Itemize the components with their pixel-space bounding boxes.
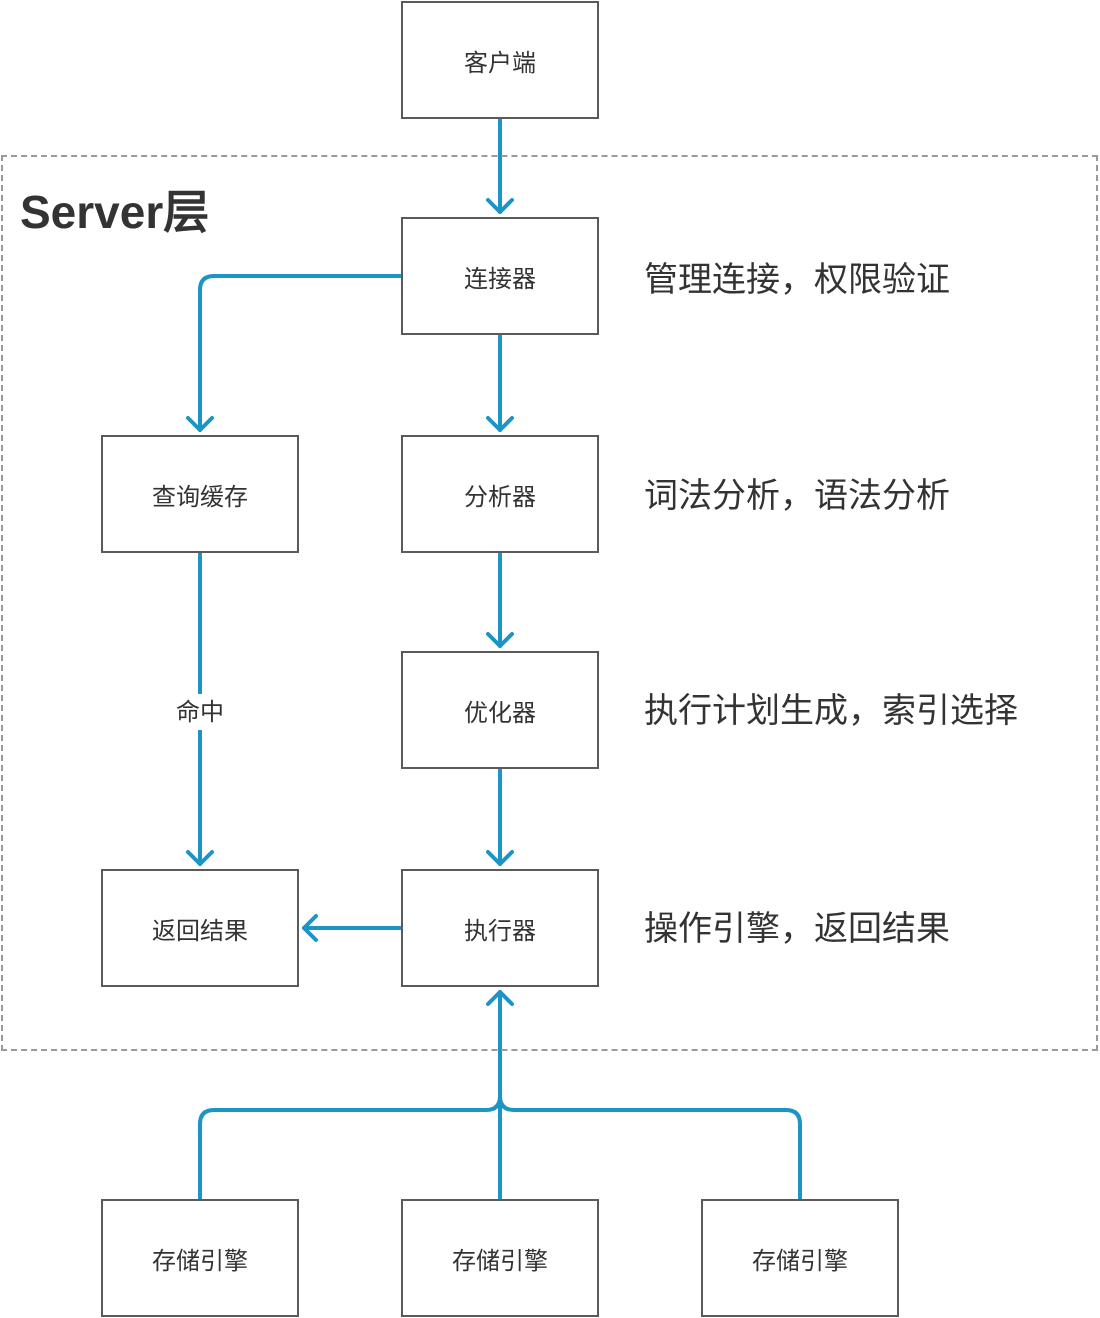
optimizer-note: 执行计划生成，索引选择	[644, 691, 1018, 731]
connector-note: 管理连接，权限验证	[644, 260, 950, 300]
storage-engine-box-1: 存储引擎	[101, 1199, 299, 1317]
server-layer-title: Server层	[20, 186, 210, 238]
storage-engine-box-3: 存储引擎	[701, 1199, 899, 1317]
arrowhead-client-to-connector	[486, 198, 514, 214]
analyzer-note: 词法分析，语法分析	[644, 476, 950, 516]
arrowhead-analyzer-to-optimizer	[486, 632, 514, 648]
arrowhead-connector-to-query-cache	[186, 416, 214, 432]
client-box: 客户端	[401, 1, 599, 119]
arrowhead-connector-to-analyzer	[486, 416, 514, 432]
return-result-box: 返回结果	[101, 869, 299, 987]
arrowhead-query-cache-to-return-result	[186, 850, 214, 866]
arrow-storage-engine-1-to-executor	[198, 1094, 502, 1200]
arrow-storage-engine-3-to-executor	[498, 1094, 802, 1200]
arrowhead-storage-to-executor	[486, 990, 514, 1006]
executor-note: 操作引擎，返回结果	[644, 909, 950, 949]
arrowhead-executor-to-return-result	[302, 914, 318, 942]
analyzer-box: 分析器	[401, 435, 599, 553]
storage-engine-box-2: 存储引擎	[401, 1199, 599, 1317]
arrow-connector-to-query-cache	[198, 274, 402, 432]
query-cache-box: 查询缓存	[101, 435, 299, 553]
executor-box: 执行器	[401, 869, 599, 987]
optimizer-box: 优化器	[401, 651, 599, 769]
server-layer-frame	[1, 155, 1098, 1051]
arrowhead-optimizer-to-executor	[486, 850, 514, 866]
connector-box: 连接器	[401, 217, 599, 335]
cache-hit-label: 命中	[160, 694, 240, 730]
